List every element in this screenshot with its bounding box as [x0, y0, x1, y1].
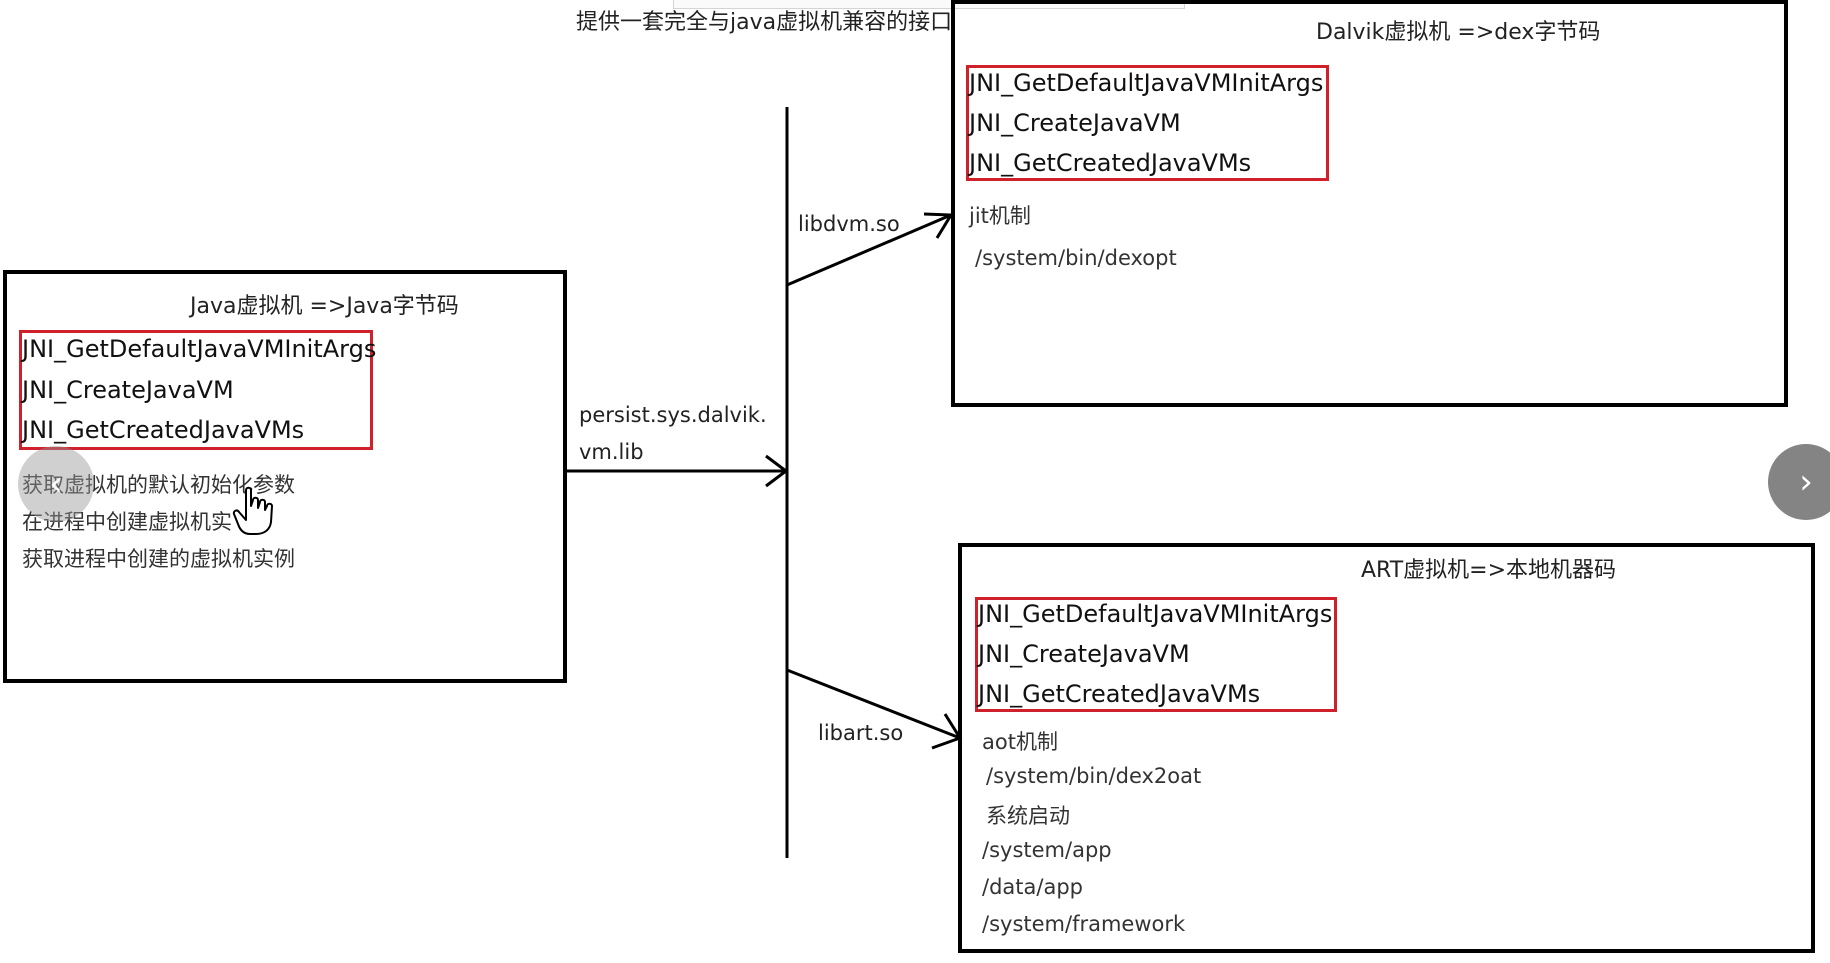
- chevron-right-icon: ›: [1799, 462, 1813, 502]
- art-vm-title: ART虚拟机=>本地机器码: [1361, 558, 1617, 583]
- persist-property-label-line1: persist.sys.dalvik.: [579, 403, 767, 427]
- libart-label: libart.so: [818, 721, 904, 745]
- dalvik-vm-note-1: jit机制: [969, 204, 1031, 228]
- dalvik-vm-api-2: JNI_CreateJavaVM: [969, 109, 1181, 137]
- persist-property-label-line2: vm.lib: [579, 440, 644, 464]
- top-toolbar-strip: [673, 0, 1185, 9]
- art-vm-api-highlight: [975, 597, 1337, 712]
- art-vm-note-3: 系统启动: [986, 804, 1070, 828]
- art-vm-api-1: JNI_GetDefaultJavaVMInitArgs: [978, 600, 1333, 628]
- art-vm-note-5: /data/app: [982, 875, 1083, 899]
- top-note: 提供一套完全与java虚拟机兼容的接口: [576, 10, 953, 35]
- art-vm-note-1: aot机制: [982, 730, 1058, 754]
- art-vm-api-2: JNI_CreateJavaVM: [978, 640, 1190, 668]
- chevron-left-icon: ‹: [49, 464, 63, 504]
- java-vm-title: Java虚拟机 =>Java字节码: [190, 294, 459, 319]
- dalvik-vm-api-highlight: [966, 65, 1329, 181]
- bus-to-art-line: [786, 668, 961, 740]
- libdvm-label: libdvm.so: [798, 212, 900, 236]
- art-vm-box: [958, 543, 1815, 953]
- dalvik-vm-api-1: JNI_GetDefaultJavaVMInitArgs: [969, 69, 1324, 97]
- java-vm-note-2: 在进程中创建虚拟机实: [22, 510, 232, 534]
- java-vm-api-highlight: [19, 330, 373, 450]
- java-vm-api-3: JNI_GetCreatedJavaVMs: [22, 416, 305, 444]
- hand-cursor-icon: [232, 486, 273, 535]
- art-vm-note-6: /system/framework: [982, 912, 1186, 936]
- dalvik-vm-box: [951, 0, 1788, 407]
- java-to-bus-arrowhead: [765, 454, 789, 488]
- next-slide-button[interactable]: ›: [1768, 444, 1830, 520]
- java-vm-api-1: JNI_GetDefaultJavaVMInitArgs: [22, 335, 377, 363]
- bus-to-dalvik-line: [786, 213, 952, 287]
- java-vm-note-1: 获取虚拟机的默认初始化参数: [22, 473, 295, 497]
- art-vm-note-4: /system/app: [982, 838, 1112, 862]
- art-vm-api-3: JNI_GetCreatedJavaVMs: [978, 680, 1261, 708]
- java-vm-api-2: JNI_CreateJavaVM: [22, 376, 234, 404]
- dalvik-vm-title: Dalvik虚拟机 =>dex字节码: [1316, 20, 1601, 45]
- dalvik-vm-api-3: JNI_GetCreatedJavaVMs: [969, 149, 1252, 177]
- java-vm-box: [3, 270, 567, 683]
- previous-slide-button[interactable]: ‹: [18, 446, 94, 522]
- dalvik-vm-note-2: /system/bin/dexopt: [975, 246, 1177, 270]
- art-vm-note-2: /system/bin/dex2oat: [986, 764, 1202, 788]
- java-vm-note-3: 获取进程中创建的虚拟机实例: [22, 547, 295, 571]
